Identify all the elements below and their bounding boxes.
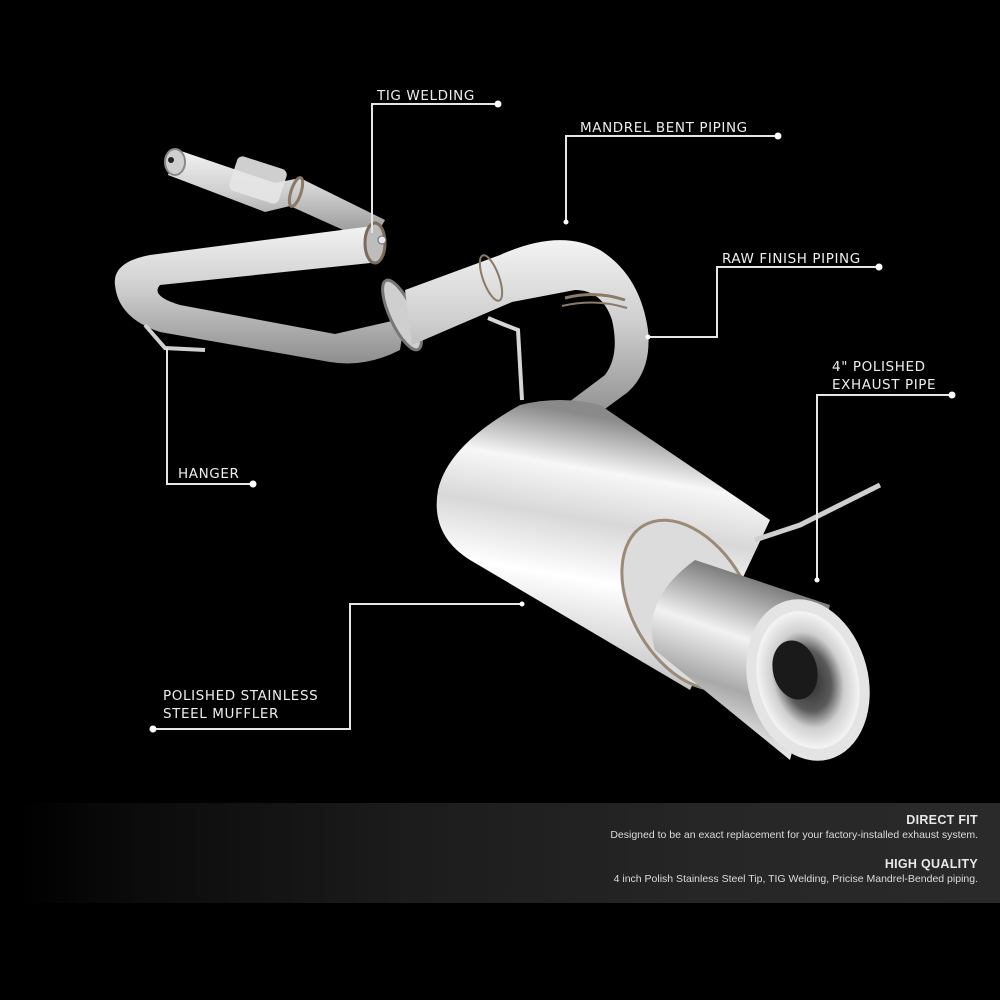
feature-description: 4 inch Polish Stainless Steel Tip, TIG W…: [613, 873, 978, 885]
callout-line-tig-welding: [371, 103, 498, 233]
feature-high-quality: HIGH QUALITY 4 inch Polish Stainless Ste…: [614, 857, 978, 885]
mid-pipe: [114, 221, 405, 364]
callout-mandrel-bent-piping: MANDREL BENT PIPING: [580, 120, 748, 136]
callout-line-muffler: [153, 603, 522, 730]
exhaust-tip: [651, 560, 870, 761]
feature-description: Designed to be an exact replacement for …: [610, 829, 978, 841]
callout-lines: [153, 103, 952, 730]
over-axle-pipe: [405, 240, 649, 420]
callout-polished-muffler: POLISHED STAINLESS STEEL MUFFLER: [163, 688, 319, 722]
callout-hanger: HANGER: [178, 466, 240, 482]
feature-title: HIGH QUALITY: [884, 857, 978, 871]
rear-hanger-rod: [754, 482, 882, 543]
feature-direct-fit: DIRECT FIT Designed to be an exact repla…: [610, 813, 978, 841]
callout-raw-finish-piping: RAW FINISH PIPING: [722, 251, 861, 267]
callout-line-hanger: [166, 348, 253, 485]
callout-line-exhaust-pipe: [816, 394, 952, 580]
callout-line-raw-finish: [648, 266, 879, 338]
feature-title: DIRECT FIT: [906, 813, 978, 827]
callout-tig-welding: TIG WELDING: [377, 88, 475, 104]
callout-line-mandrel-bent: [565, 135, 778, 222]
hanger-rod: [143, 323, 206, 352]
callout-dots: [149, 100, 956, 733]
features-banner: DIRECT FIT Designed to be an exact repla…: [18, 803, 1000, 903]
front-pipe: [164, 148, 385, 243]
callout-polished-exhaust-pipe: 4" POLISHED EXHAUST PIPE: [832, 359, 937, 393]
